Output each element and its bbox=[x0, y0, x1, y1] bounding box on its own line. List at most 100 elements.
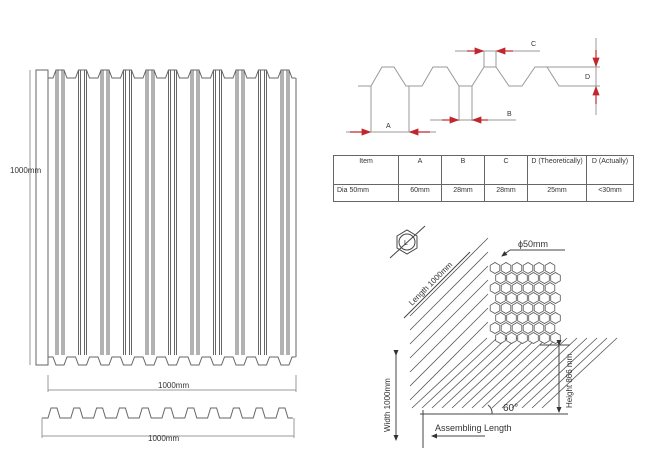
header-cell: D (Actually) bbox=[586, 155, 634, 185]
tube-end bbox=[550, 332, 561, 344]
tube-end bbox=[495, 312, 506, 324]
tube-line bbox=[409, 251, 489, 331]
dimension-arrows bbox=[350, 47, 600, 136]
packing-block bbox=[409, 237, 618, 409]
tube-end bbox=[544, 262, 556, 274]
tube-end bbox=[533, 322, 545, 334]
tube-line bbox=[541, 337, 618, 409]
tube-end bbox=[506, 312, 517, 324]
tube-line bbox=[441, 337, 518, 409]
tube-end bbox=[506, 272, 517, 284]
tube-end bbox=[544, 322, 556, 334]
tube-end bbox=[544, 282, 556, 294]
tube-line bbox=[491, 337, 568, 409]
cell: Dia 50mm bbox=[333, 184, 399, 202]
hex-label: L bbox=[404, 240, 408, 247]
tube-end bbox=[544, 302, 556, 314]
tube-end bbox=[550, 312, 561, 324]
tube-end bbox=[511, 322, 523, 334]
tube-line bbox=[409, 307, 489, 387]
tube-line bbox=[409, 237, 489, 317]
tube-end bbox=[517, 272, 528, 284]
tube-line bbox=[431, 337, 508, 409]
tube-line bbox=[451, 337, 528, 409]
table-row: Dia 50mm 60mm 28mm 28mm 25mm <30mm bbox=[333, 184, 634, 202]
tube-end bbox=[539, 292, 550, 304]
header-cell: C bbox=[484, 155, 528, 185]
cell: 28mm bbox=[484, 184, 528, 202]
tube-end bbox=[528, 312, 539, 324]
hex-icon bbox=[389, 225, 426, 259]
tube-end bbox=[495, 272, 506, 284]
assembling-length-label: Assembling Length bbox=[435, 423, 512, 433]
sheet-height-label: 1000mm bbox=[10, 166, 41, 175]
tube-end bbox=[528, 292, 539, 304]
profile-width-label: 1000mm bbox=[148, 434, 179, 443]
tube-end bbox=[500, 322, 512, 334]
height-label: Height 866 mm bbox=[565, 353, 574, 408]
dim-a-label: A bbox=[386, 123, 391, 130]
tube-end bbox=[495, 332, 506, 344]
tube-end bbox=[533, 302, 545, 314]
tube-end bbox=[500, 282, 512, 294]
sheet-edge bbox=[35, 69, 49, 366]
tube-line bbox=[501, 337, 578, 409]
tube-end bbox=[489, 302, 501, 314]
cell: <30mm bbox=[586, 184, 634, 202]
header-cell: A bbox=[398, 155, 442, 185]
header-cell: D (Theoretically) bbox=[527, 155, 587, 185]
length-label: Length 1000mm bbox=[407, 260, 454, 307]
dim-d-label: D bbox=[585, 74, 590, 81]
tube-end bbox=[489, 322, 501, 334]
tube-end bbox=[533, 262, 545, 274]
sheet-width-label: 1000mm bbox=[158, 381, 189, 390]
cell: 28mm bbox=[441, 184, 485, 202]
tube-end bbox=[550, 272, 561, 284]
sheet-bottom-edge bbox=[48, 356, 296, 366]
header-cell: B bbox=[441, 155, 485, 185]
tube-end bbox=[500, 302, 512, 314]
dim-c-label: C bbox=[531, 41, 536, 48]
corrugated-sheet bbox=[35, 69, 297, 366]
tube-end bbox=[500, 262, 512, 274]
tube-end bbox=[511, 262, 523, 274]
tube-end bbox=[522, 302, 534, 314]
tube-end bbox=[511, 282, 523, 294]
tube-end bbox=[522, 262, 534, 274]
tube-end bbox=[506, 292, 517, 304]
angle-label: 60° bbox=[503, 403, 518, 414]
tube-line bbox=[461, 337, 538, 409]
tube-end bbox=[522, 282, 534, 294]
tube-end bbox=[550, 292, 561, 304]
dim-b-label: B bbox=[507, 111, 512, 118]
tube-end bbox=[533, 282, 545, 294]
tube-end bbox=[522, 322, 534, 334]
cell: 25mm bbox=[527, 184, 587, 202]
tube-line bbox=[531, 337, 608, 409]
tube-line bbox=[409, 279, 489, 359]
tube-line bbox=[471, 337, 548, 409]
tube-end bbox=[539, 312, 550, 324]
tube-line bbox=[409, 265, 489, 345]
tube-end bbox=[517, 312, 528, 324]
tube-line bbox=[409, 293, 489, 373]
tube-line bbox=[409, 321, 489, 401]
tube-end bbox=[506, 332, 517, 344]
tube-end bbox=[489, 282, 501, 294]
profile-detail bbox=[346, 38, 600, 133]
tube-line bbox=[411, 337, 488, 409]
tube-end bbox=[528, 272, 539, 284]
tube-end bbox=[539, 272, 550, 284]
spec-table: Item A B C D (Theoretically) D (Actually… bbox=[333, 155, 634, 202]
diameter-label: ϕ50mm bbox=[518, 239, 548, 249]
tube-line bbox=[421, 337, 498, 409]
tube-end bbox=[517, 332, 528, 344]
sheet-top-edge bbox=[48, 69, 296, 79]
tube-end bbox=[511, 302, 523, 314]
header-cell: Item bbox=[333, 155, 399, 185]
cell: 60mm bbox=[398, 184, 442, 202]
tube-end bbox=[528, 332, 539, 344]
width-label: Width 1000mm bbox=[383, 378, 392, 432]
